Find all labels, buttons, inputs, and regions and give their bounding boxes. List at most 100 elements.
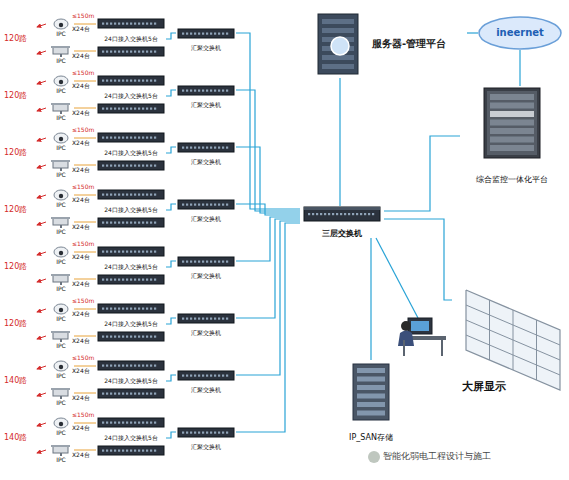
node-label: 汇聚交换机	[191, 102, 221, 109]
camera-hood	[51, 445, 70, 447]
network-link	[166, 33, 176, 39]
switch-port	[122, 336, 124, 338]
disk-slot	[357, 402, 385, 407]
switch-port	[336, 213, 338, 215]
switch-port	[126, 422, 128, 424]
switch-port	[198, 147, 200, 149]
switch-port	[130, 80, 132, 82]
switch-port	[186, 147, 188, 149]
switch-port	[190, 33, 192, 35]
bullet-camera	[53, 218, 68, 225]
switch-port	[134, 194, 136, 196]
node-label: 汇聚交换机	[191, 330, 221, 337]
dome-camera	[54, 304, 68, 314]
distance-label: ≤150m	[72, 412, 94, 419]
switch-port	[206, 261, 208, 263]
switch-port	[126, 137, 128, 139]
node-label: IPC	[56, 286, 66, 293]
node-label: IPC	[56, 457, 66, 464]
switch-port	[316, 213, 318, 215]
camera-hood	[51, 217, 70, 219]
switch-port	[122, 279, 124, 281]
camera-mount	[60, 168, 62, 171]
distance-label: ≤150m	[72, 184, 94, 191]
switch-port	[142, 23, 144, 25]
switch-body	[178, 86, 234, 95]
switch-port	[134, 108, 136, 110]
switch-port	[356, 213, 358, 215]
switch-port	[146, 194, 148, 196]
switch-port	[210, 90, 212, 92]
bullet-camera	[53, 332, 68, 339]
server-bay	[322, 55, 354, 60]
switch-port	[226, 261, 228, 263]
camera-lens	[59, 80, 63, 84]
internet-cloud: ineernet	[478, 16, 562, 50]
view-arrow	[37, 336, 46, 339]
rack-unit	[490, 137, 534, 143]
switch-port	[186, 204, 188, 206]
ip-camera: IPC	[48, 273, 74, 293]
camera-mount	[60, 396, 62, 399]
switch-port	[190, 90, 192, 92]
switch-port	[214, 147, 216, 149]
network-link	[236, 223, 300, 432]
switch-port	[182, 204, 184, 206]
switch-port	[126, 222, 128, 224]
switch-port	[118, 450, 120, 452]
quantity-label: X24台	[72, 338, 90, 345]
switch-port	[182, 90, 184, 92]
camera-lens	[59, 422, 63, 426]
quantity-label: X24台	[72, 53, 90, 60]
switch-port	[186, 90, 188, 92]
bullet-camera	[53, 161, 68, 168]
view-arrow	[37, 252, 46, 255]
switch-port	[312, 213, 314, 215]
switch-port	[126, 308, 128, 310]
disk-slot	[357, 394, 385, 399]
node-label: 汇聚交换机	[191, 387, 221, 394]
switch-port	[142, 336, 144, 338]
view-arrow	[37, 81, 46, 84]
quantity-label: X24台	[72, 425, 90, 432]
switch-port	[308, 213, 310, 215]
view-arrow	[37, 24, 46, 27]
equipment-icons	[37, 14, 560, 463]
switch-port	[202, 375, 204, 377]
switch-port	[130, 222, 132, 224]
switch-body	[98, 247, 164, 256]
switch-port	[190, 261, 192, 263]
access-switch: 24口接入交换机5台	[96, 416, 166, 460]
switch-port	[154, 108, 156, 110]
switch-port	[134, 51, 136, 53]
switch-port	[134, 165, 136, 167]
switch-port	[126, 450, 128, 452]
quantity-label: X24台	[72, 254, 90, 261]
switch-port	[222, 432, 224, 434]
switch-body	[98, 133, 164, 142]
switch-port	[134, 422, 136, 424]
switch-port	[118, 365, 120, 367]
operator-head	[401, 321, 411, 331]
switch-port	[182, 375, 184, 377]
switch-port	[126, 393, 128, 395]
switch-port	[130, 108, 132, 110]
switch-port	[150, 251, 152, 253]
switch-port	[126, 251, 128, 253]
switch-port	[142, 365, 144, 367]
bullet-camera	[53, 104, 68, 111]
switch-body	[98, 19, 164, 28]
switch-port	[210, 318, 212, 320]
switch-port	[194, 204, 196, 206]
quantity-label: X24台	[72, 167, 90, 174]
switch-port	[118, 251, 120, 253]
camera-cable	[74, 450, 96, 451]
node-label: 汇聚交换机	[191, 45, 221, 52]
switch-port	[154, 137, 156, 139]
switch-port	[226, 318, 228, 320]
node-label: 24口接入交换机5台	[103, 321, 158, 328]
dome-camera	[54, 361, 68, 371]
switch-port	[130, 308, 132, 310]
aggregation-switch: 汇聚交换机	[176, 427, 236, 451]
aggregation-switch: 汇聚交换机	[176, 28, 236, 52]
